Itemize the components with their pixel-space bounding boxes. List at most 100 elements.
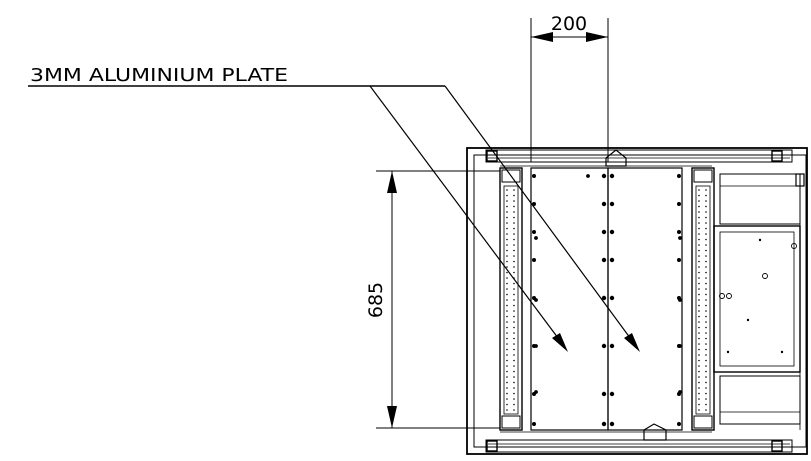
- hole: [705, 365, 707, 367]
- right-strip-inner: [695, 185, 711, 415]
- hole: [698, 194, 700, 197]
- hole: [513, 277, 515, 279]
- hole: [513, 398, 515, 400]
- dimension-horizontal: 200: [530, 13, 609, 162]
- hole: [698, 260, 700, 263]
- hole: [698, 299, 700, 301]
- dimension-label-horizontal: 200: [551, 13, 587, 35]
- hole: [705, 244, 707, 246]
- hole: [532, 202, 536, 206]
- hole: [698, 222, 700, 224]
- bottom-rail: [485, 439, 793, 453]
- hole: [513, 376, 515, 378]
- hole: [506, 238, 508, 241]
- mounting-hole: [791, 243, 797, 249]
- hole: [506, 392, 508, 395]
- hole: [609, 391, 615, 397]
- hole: [698, 403, 700, 406]
- hole: [532, 422, 536, 426]
- hole: [698, 249, 700, 252]
- perforation-holes: [698, 189, 707, 411]
- right-perforated-strip: [691, 167, 715, 431]
- hole: [506, 194, 508, 197]
- hole: [506, 227, 508, 230]
- hole: [609, 343, 615, 349]
- top-rail: [485, 149, 793, 163]
- hole: [506, 403, 508, 406]
- enclosure-inner-frame: [473, 154, 807, 448]
- hole: [506, 409, 508, 411]
- hole: [506, 354, 508, 356]
- hole: [705, 271, 707, 274]
- hole: [705, 381, 707, 384]
- hole: [506, 271, 508, 274]
- hole: [506, 321, 508, 323]
- hole: [506, 233, 508, 235]
- hole: [698, 255, 700, 257]
- perforation-holes: [506, 189, 515, 411]
- equipment-inner-plate: [719, 231, 795, 367]
- mounting-hole: [726, 350, 730, 354]
- hole: [705, 233, 707, 235]
- hole: [513, 244, 515, 246]
- corner-bracket: [486, 440, 498, 452]
- hole: [698, 189, 700, 191]
- hole: [705, 332, 707, 334]
- hole: [677, 202, 681, 206]
- hole: [677, 230, 681, 234]
- hole: [698, 304, 700, 307]
- hole: [513, 249, 515, 252]
- hole: [698, 227, 700, 230]
- hole: [705, 409, 707, 411]
- hole: [678, 298, 682, 302]
- hole: [705, 189, 707, 191]
- hole: [698, 365, 700, 367]
- hole: [698, 354, 700, 356]
- hole: [705, 227, 707, 230]
- hole: [506, 249, 508, 252]
- hole: [698, 200, 700, 202]
- hole: [534, 236, 538, 240]
- hole: [698, 244, 700, 246]
- hole: [705, 282, 707, 285]
- hole: [506, 304, 508, 307]
- hole: [506, 387, 508, 389]
- hole: [513, 255, 515, 257]
- hole: [506, 381, 508, 384]
- hole: [698, 315, 700, 318]
- hole: [609, 257, 615, 263]
- hole: [506, 348, 508, 351]
- hole: [705, 315, 707, 318]
- hole: [601, 201, 607, 207]
- hole: [534, 390, 538, 394]
- leader-line-right: [444, 85, 637, 347]
- corner-bracket: [771, 150, 783, 162]
- hole: [506, 200, 508, 202]
- hole: [506, 376, 508, 378]
- hole: [513, 409, 515, 411]
- hole: [506, 370, 508, 373]
- hole: [513, 348, 515, 351]
- hole: [609, 421, 615, 427]
- right-strip-cap-top: [693, 169, 713, 183]
- hole: [705, 277, 707, 279]
- hole: [513, 359, 515, 362]
- hole: [698, 387, 700, 389]
- hole: [513, 282, 515, 285]
- hole: [705, 216, 707, 219]
- hole: [506, 260, 508, 263]
- hole: [698, 337, 700, 340]
- hole: [705, 299, 707, 301]
- hole: [698, 310, 700, 312]
- equipment-section: [713, 168, 805, 430]
- hole: [705, 403, 707, 406]
- hole: [506, 222, 508, 224]
- mounting-hole: [758, 238, 762, 242]
- hole: [506, 310, 508, 312]
- hole: [513, 238, 515, 241]
- hole: [506, 326, 508, 329]
- hole: [698, 409, 700, 411]
- hole: [513, 216, 515, 219]
- hole: [513, 271, 515, 274]
- callout: 3MM ALUMINIUM PLATE: [28, 65, 640, 352]
